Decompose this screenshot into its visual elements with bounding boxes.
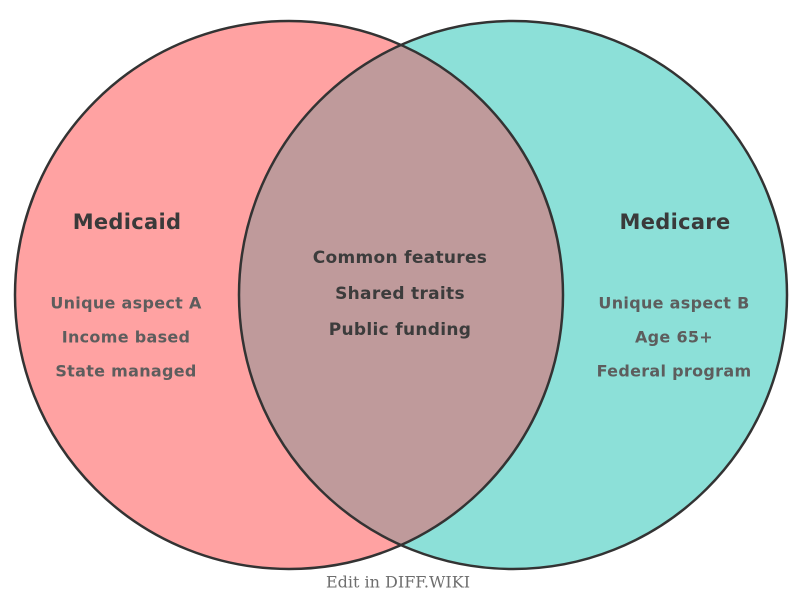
- right-set-item: Age 65+: [634, 327, 714, 347]
- left-set-title: Medicaid: [72, 210, 182, 234]
- overlap-item: Common features: [312, 248, 488, 268]
- right-set-item: Unique aspect B: [598, 293, 750, 313]
- right-circle-outline: [237, 19, 789, 571]
- right-set-item: Federal program: [596, 361, 752, 381]
- overlap-region-fill: [239, 21, 563, 569]
- left-set-item: State managed: [55, 361, 197, 381]
- overlap-item: Public funding: [328, 320, 472, 340]
- left-circle-outline: [13, 19, 565, 571]
- edit-in-diffwiki-link[interactable]: Edit in DIFF.WIKI: [325, 572, 471, 592]
- overlap-item: Shared traits: [335, 284, 465, 304]
- left-set-item: Income based: [61, 327, 191, 347]
- left-set-item: Unique aspect A: [50, 293, 202, 313]
- right-set-title: Medicare: [619, 210, 731, 234]
